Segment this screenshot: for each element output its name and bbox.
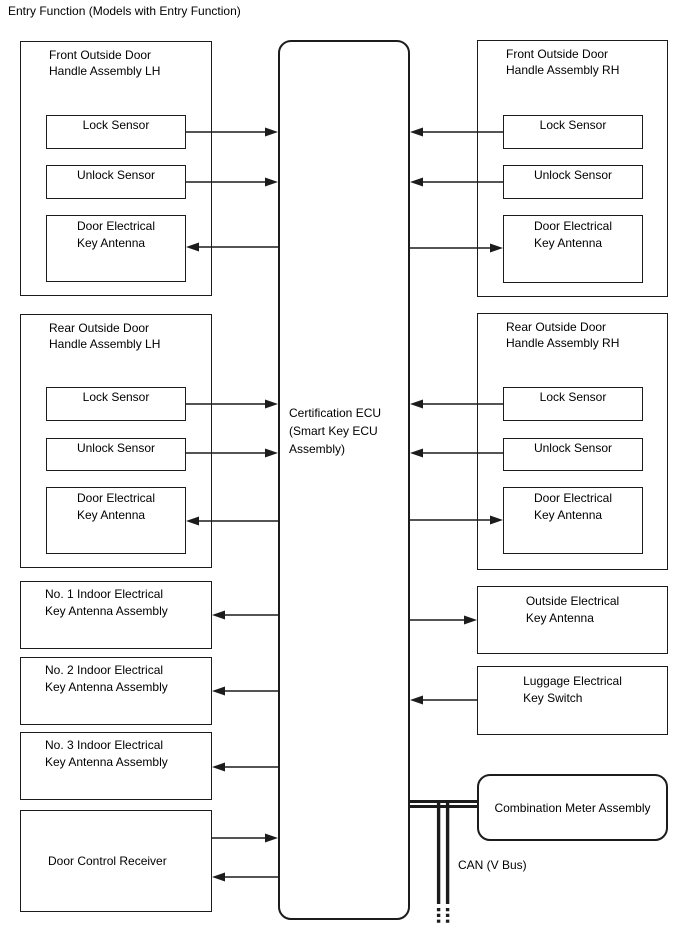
unit-label-line2: Key Switch (523, 691, 583, 705)
antenna-label-line2: Key Antenna (76, 508, 146, 522)
group-title-line2: Handle Assembly RH (506, 336, 620, 350)
arrow-ecu-to-no1-indoor-antenna (212, 610, 278, 620)
front-lh-door-key-antenna-box: Door Electrical Key Antenna (46, 215, 186, 282)
antenna-label-line1: Door Electrical (76, 491, 156, 505)
front-rh-door-key-antenna-box: Door Electrical Key Antenna (503, 215, 643, 283)
door-key-antenna-label: Door Electrical Key Antenna (77, 216, 155, 281)
arrow-luggage-switch-to-ecu (410, 695, 477, 705)
unlock-sensor-label: Unlock Sensor (533, 168, 613, 182)
lock-sensor-label: Lock Sensor (82, 390, 150, 404)
unlock-sensor-label: Unlock Sensor (533, 441, 613, 455)
rear-lh-unlock-sensor-box: Unlock Sensor (46, 438, 186, 471)
rear-door-handle-lh-title: Rear Outside Door Handle Assembly LH (21, 315, 211, 352)
front-lh-unlock-sensor-box: Unlock Sensor (46, 165, 186, 199)
unit-label-line2: Key Antenna Assembly (45, 755, 168, 769)
lock-sensor-label: Lock Sensor (539, 390, 607, 404)
rear-rh-lock-sensor-box: Lock Sensor (503, 387, 643, 421)
rear-rh-door-key-antenna-box: Door Electrical Key Antenna (503, 487, 643, 554)
front-door-handle-lh-title: Front Outside Door Handle Assembly LH (21, 42, 211, 79)
lock-sensor-label: Lock Sensor (539, 118, 607, 132)
unit-label-line1: No. 3 Indoor Electrical (45, 738, 164, 752)
luggage-key-switch-label: Luggage Electrical Key Switch (523, 667, 622, 734)
front-lh-lock-sensor-box: Lock Sensor (46, 115, 186, 149)
front-rh-lock-sensor-box: Lock Sensor (503, 115, 643, 149)
door-control-receiver-box: Door Control Receiver (20, 810, 212, 912)
door-control-receiver-label: Door Control Receiver (48, 854, 167, 868)
group-title-line2: Handle Assembly LH (49, 337, 161, 351)
door-key-antenna-label: Door Electrical Key Antenna (534, 488, 612, 553)
outside-key-antenna-box: Outside Electrical Key Antenna (477, 586, 668, 654)
group-title-line1: Front Outside Door (49, 48, 152, 62)
arrow-receiver-to-ecu (212, 833, 278, 843)
unit-label-line1: No. 2 Indoor Electrical (45, 663, 164, 677)
door-key-antenna-label: Door Electrical Key Antenna (534, 216, 612, 282)
group-title-line1: Rear Outside Door (506, 320, 607, 334)
no3-indoor-key-antenna-box: No. 3 Indoor Electrical Key Antenna Asse… (20, 732, 212, 800)
lock-sensor-label: Lock Sensor (82, 118, 150, 132)
certification-ecu-label: Certification ECU (Smart Key ECU Assembl… (280, 42, 408, 458)
combination-meter-box: Combination Meter Assembly (477, 774, 668, 841)
arrow-ecu-to-outside-antenna (410, 615, 477, 625)
luggage-key-switch-box: Luggage Electrical Key Switch (477, 666, 668, 735)
arrow-ecu-to-no3-indoor-antenna (212, 762, 278, 772)
ecu-label-line1: Certification ECU (289, 406, 382, 420)
unit-label-line2: Key Antenna Assembly (45, 604, 168, 618)
antenna-label-line2: Key Antenna (533, 508, 603, 522)
unit-label-line2: Key Antenna (525, 611, 594, 625)
rear-lh-door-key-antenna-box: Door Electrical Key Antenna (46, 487, 186, 554)
front-rh-unlock-sensor-box: Unlock Sensor (503, 165, 643, 199)
antenna-label-line1: Door Electrical (533, 219, 613, 233)
ecu-label-line3: Assembly) (289, 442, 346, 456)
unit-label-line2: Key Antenna Assembly (45, 680, 168, 694)
antenna-label-line2: Key Antenna (533, 236, 603, 250)
antenna-label-line1: Door Electrical (533, 491, 613, 505)
antenna-label-line1: Door Electrical (76, 219, 156, 233)
rear-lh-lock-sensor-box: Lock Sensor (46, 387, 186, 421)
unit-label-line1: No. 1 Indoor Electrical (45, 587, 164, 601)
group-title-line1: Front Outside Door (506, 47, 609, 61)
page-title: Entry Function (Models with Entry Functi… (8, 4, 241, 18)
certification-ecu-box: Certification ECU (Smart Key ECU Assembl… (278, 40, 410, 920)
unit-label-line1: Outside Electrical (525, 594, 620, 608)
group-title-line1: Rear Outside Door (49, 321, 150, 335)
rear-door-handle-rh-title: Rear Outside Door Handle Assembly RH (478, 314, 667, 351)
unlock-sensor-label: Unlock Sensor (76, 168, 156, 182)
arrow-ecu-to-no2-indoor-antenna (212, 686, 278, 696)
group-title-line2: Handle Assembly RH (506, 63, 620, 77)
unlock-sensor-label: Unlock Sensor (76, 441, 156, 455)
arrow-ecu-to-receiver (212, 872, 278, 882)
ecu-label-line2: (Smart Key ECU (289, 424, 378, 438)
door-key-antenna-label: Door Electrical Key Antenna (77, 488, 155, 553)
no2-indoor-key-antenna-box: No. 2 Indoor Electrical Key Antenna Asse… (20, 657, 212, 725)
no1-indoor-key-antenna-box: No. 1 Indoor Electrical Key Antenna Asse… (20, 581, 212, 649)
outside-key-antenna-label: Outside Electrical Key Antenna (526, 587, 619, 653)
can-bus-label: CAN (V Bus) (458, 858, 527, 872)
front-door-handle-rh-title: Front Outside Door Handle Assembly RH (478, 41, 667, 78)
unit-label-line1: Luggage Electrical (523, 674, 622, 688)
rear-rh-unlock-sensor-box: Unlock Sensor (503, 438, 643, 471)
antenna-label-line2: Key Antenna (76, 236, 146, 250)
group-title-line2: Handle Assembly LH (49, 64, 161, 78)
combination-meter-label: Combination Meter Assembly (494, 800, 651, 815)
